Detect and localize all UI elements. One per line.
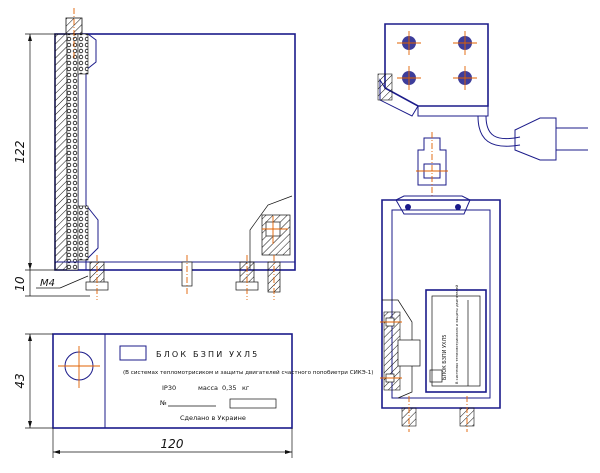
dim-height-feet: 10 — [13, 276, 27, 292]
nameplate-title: БЛОК БЗПИ УХЛ5 — [156, 350, 259, 359]
iso-terminal-block — [377, 73, 393, 101]
foot-left — [85, 255, 109, 300]
open-cutaway — [382, 299, 413, 399]
iso-front-face — [384, 23, 489, 107]
mounting-wall-hatch — [54, 33, 68, 271]
nameplate-view: БЛОК БЗПИ УХЛ5 (В системах тепломотрисик… — [13, 333, 373, 458]
iso-base-right — [417, 106, 489, 117]
plug-body — [514, 117, 557, 161]
wall-foam-top — [66, 33, 79, 271]
foot-right — [235, 255, 259, 300]
bracket-hole-right — [455, 204, 461, 210]
foot-far-right — [267, 255, 281, 300]
wall-foam-upper — [77, 33, 89, 75]
thread-label: М4 — [40, 278, 55, 289]
open-top-bracket — [395, 195, 471, 215]
open-view: БЛОК БЗПИ УХЛ5 В системах тепломотрисико… — [380, 195, 501, 432]
side-plate-inner — [431, 295, 481, 387]
nameplate-number-label: № — [159, 399, 167, 407]
cable-outer — [477, 115, 521, 147]
foot-center — [181, 255, 193, 295]
indicator-window — [119, 345, 147, 361]
bracket-hole-left — [405, 204, 411, 210]
nameplate-protection: IP30 — [162, 384, 176, 392]
iso-screw-tl — [397, 31, 421, 55]
nameplate-housing — [52, 333, 293, 429]
side-plate-line1: БЛОК БЗПИ УХЛ5 — [442, 335, 448, 380]
open-housing — [381, 199, 501, 409]
cable-inner — [485, 115, 521, 140]
nameplate-made-in: Сделано в Украине — [180, 414, 246, 422]
nameplate-subtitle: (В системах тепломотрисиком и защиты дви… — [123, 369, 373, 376]
nameplate-serial-box — [229, 398, 277, 409]
nameplate-mass-value: 0,35 — [222, 384, 236, 392]
open-relay — [397, 339, 421, 367]
side-plate-box — [429, 369, 443, 383]
open-foot-right — [459, 396, 475, 432]
front-wall-profile — [85, 33, 99, 270]
dim-depth: 43 — [13, 373, 27, 388]
thread-leader — [59, 275, 89, 289]
connector-view — [416, 132, 448, 196]
wall-foam-lower — [77, 205, 89, 261]
side-plate-line2: В системах тепломотрисиком и защиты двиг… — [455, 284, 459, 384]
iso-screw-bl — [397, 66, 421, 90]
nameplate-mass-unit: кг — [242, 384, 250, 392]
corner-cutaway — [249, 195, 293, 270]
dim-height-main: 122 — [13, 141, 27, 164]
dim-width: 120 — [161, 437, 184, 451]
iso-screw-tr — [453, 31, 477, 55]
front-view: 122 10 М4 — [13, 8, 296, 300]
nameplate-mass-label: масса — [198, 384, 218, 392]
side-plate — [425, 289, 487, 393]
iso-view — [377, 23, 588, 161]
front-housing — [54, 33, 296, 271]
connector-body — [417, 137, 447, 186]
open-foot-left — [401, 396, 417, 432]
iso-screw-br — [453, 66, 477, 90]
